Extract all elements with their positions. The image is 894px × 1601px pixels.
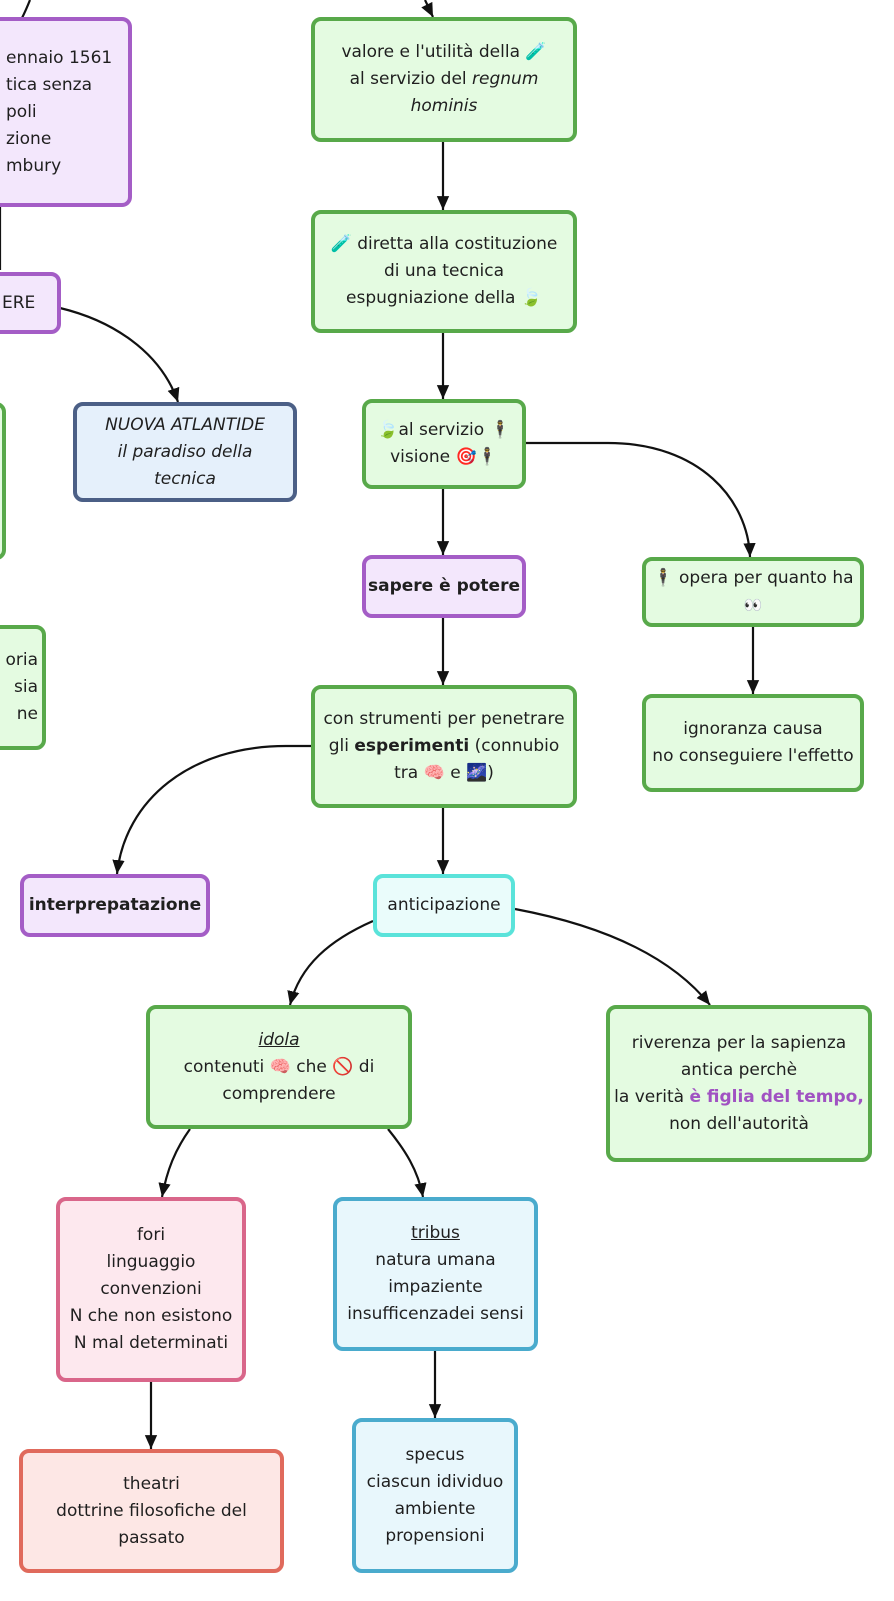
node-text: ERE bbox=[2, 292, 36, 313]
eyes-icon: 👀 bbox=[743, 596, 763, 614]
node-strumenti[interactable]: con strumenti per penetrare gli esperime… bbox=[311, 685, 577, 808]
node-text-line: contenuti 🧠 che 🚫 di bbox=[183, 1056, 375, 1077]
node-valore[interactable]: valore e l'utilità della 🧪 al servizio d… bbox=[311, 17, 577, 142]
node-text-line: oria bbox=[5, 650, 38, 670]
node-text-fragment: (connubio bbox=[469, 736, 560, 756]
node-title: tribus bbox=[411, 1223, 460, 1243]
node-tribus[interactable]: tribus natura umana impaziente insuffice… bbox=[333, 1197, 538, 1351]
node-text-line: theatri bbox=[123, 1473, 180, 1494]
node-specus[interactable]: specus ciascun idividuo ambiente propens… bbox=[352, 1418, 518, 1573]
node-bacon-info[interactable]: ennaio 1561 tica senza poli zione mbury bbox=[0, 17, 132, 207]
node-text-line: visione 🎯🕴 bbox=[390, 447, 498, 467]
node-text-line: 🧪 diretta alla costituzione bbox=[330, 234, 558, 254]
node-text-line: linguaggio bbox=[106, 1252, 196, 1272]
node-sapere-potere[interactable]: sapere è potere bbox=[362, 555, 526, 618]
node-text-line: tra 🧠 e 🌌) bbox=[394, 763, 494, 783]
node-subtitle: il paradiso della bbox=[117, 441, 253, 462]
node-anticipazione[interactable]: anticipazione bbox=[373, 874, 515, 937]
node-text-line: zione bbox=[6, 128, 52, 149]
node-text-line: impaziente bbox=[388, 1277, 483, 1297]
node-text-line: antica perchè bbox=[680, 1059, 798, 1080]
node-text-line: comprendere bbox=[222, 1083, 336, 1104]
node-idola[interactable]: idola contenuti 🧠 che 🚫 di comprendere bbox=[146, 1005, 412, 1129]
node-opera[interactable]: 🕴 opera per quanto ha 👀 bbox=[642, 557, 864, 627]
node-text-line: poli bbox=[6, 101, 37, 122]
node-text-line: N che non esistono bbox=[69, 1306, 233, 1326]
node-text-line: con strumenti per penetrare bbox=[323, 709, 565, 729]
node-text-line: la verità è figlia del tempo, bbox=[614, 1084, 864, 1111]
node-text-fragment: la verità bbox=[614, 1086, 690, 1107]
node-text-line: ne bbox=[16, 704, 38, 724]
node-text-line: ambiente bbox=[394, 1498, 476, 1519]
node-text-line: propensioni bbox=[385, 1525, 485, 1546]
node-text-line: riverenza per la sapienza bbox=[631, 1032, 847, 1053]
node-nuova-atlantide[interactable]: NUOVA ATLANTIDE il paradiso della tecnic… bbox=[73, 402, 297, 502]
node-text-line: non dell'autorità bbox=[669, 1113, 809, 1134]
node-text-line: natura umana bbox=[375, 1250, 496, 1270]
node-text-italic: regnum bbox=[472, 69, 539, 89]
node-text-line: specus bbox=[405, 1444, 465, 1465]
node-diretta[interactable]: 🧪 diretta alla costituzione di una tecni… bbox=[311, 210, 577, 333]
node-text-line: valore e l'utilità della 🧪 bbox=[341, 42, 547, 62]
node-text-line: gli esperimenti (connubio bbox=[329, 733, 560, 760]
node-subtitle: tecnica bbox=[154, 468, 216, 489]
node-text: interprepatazione bbox=[28, 895, 202, 915]
node-text-line: ciascun idividuo bbox=[366, 1471, 504, 1492]
connector-top-center bbox=[421, 0, 434, 18]
connector-anticipazione-to-idola bbox=[287, 919, 374, 1006]
connector-strumenti-to-interpretazione bbox=[112, 744, 311, 875]
connector-idola-to-fori bbox=[158, 1128, 191, 1198]
node-text-line: convenzioni bbox=[100, 1279, 202, 1299]
node-fori[interactable]: fori linguaggio convenzioni N che non es… bbox=[56, 1197, 246, 1382]
node-left-edge-green[interactable] bbox=[0, 402, 6, 560]
connector-top-left bbox=[21, 0, 32, 19]
node-text-bold: esperimenti bbox=[354, 736, 470, 756]
node-text-line: no conseguiere l'effetto bbox=[652, 746, 854, 766]
node-text-line: mbury bbox=[6, 155, 62, 176]
node-text-line: N mal determinati bbox=[73, 1333, 229, 1353]
node-text-line: dottrine filosofiche del bbox=[56, 1500, 247, 1521]
node-left-fragment[interactable]: oria sia ne bbox=[0, 625, 46, 750]
node-text-accent: è figlia del tempo, bbox=[689, 1086, 864, 1107]
node-text-line: insufficenzadei sensi bbox=[347, 1304, 524, 1324]
node-text: sapere è potere bbox=[368, 576, 520, 596]
connector-idola-to-tribus bbox=[387, 1128, 427, 1198]
node-text-line: 🍃al servizio 🕴 bbox=[377, 420, 511, 440]
node-text-line: ennaio 1561 bbox=[6, 47, 113, 68]
node-text-line: 🕴 opera per quanto ha bbox=[652, 568, 854, 588]
node-text-line: ignoranza causa bbox=[683, 719, 823, 739]
node-text-line: di una tecnica bbox=[383, 261, 505, 281]
node-al-servizio[interactable]: 🍃al servizio 🕴 visione 🎯🕴 bbox=[362, 399, 526, 489]
node-sapere-left[interactable]: ERE bbox=[0, 272, 61, 334]
node-text-line: passato bbox=[118, 1527, 185, 1548]
node-title: NUOVA ATLANTIDE bbox=[105, 414, 265, 435]
node-text-line: tica senza bbox=[6, 74, 92, 95]
node-title: idola bbox=[258, 1029, 300, 1050]
node-text-fragment: al servizio del bbox=[349, 69, 473, 89]
connector-anticipazione-to-riverenza bbox=[514, 907, 711, 1006]
node-text-line: fori bbox=[136, 1225, 166, 1245]
node-text-line: al servizio del regnum bbox=[350, 66, 539, 93]
node-ignoranza[interactable]: ignoranza causa no conseguiere l'effetto bbox=[642, 694, 864, 792]
node-text-line: sia bbox=[14, 677, 38, 697]
node-riverenza[interactable]: riverenza per la sapienza antica perchè … bbox=[606, 1005, 872, 1162]
node-theatri[interactable]: theatri dottrine filosofiche del passato bbox=[19, 1449, 284, 1573]
node-text-line: espugniazione della 🍃 bbox=[346, 288, 542, 308]
connector-sapere-to-atlantide bbox=[59, 306, 180, 403]
node-text: anticipazione bbox=[387, 895, 501, 915]
node-text-line: hominis bbox=[410, 96, 478, 116]
node-interpretazione[interactable]: interprepatazione bbox=[20, 874, 210, 937]
connector-servizio-to-opera bbox=[526, 441, 756, 558]
node-text-fragment: gli bbox=[328, 736, 355, 756]
